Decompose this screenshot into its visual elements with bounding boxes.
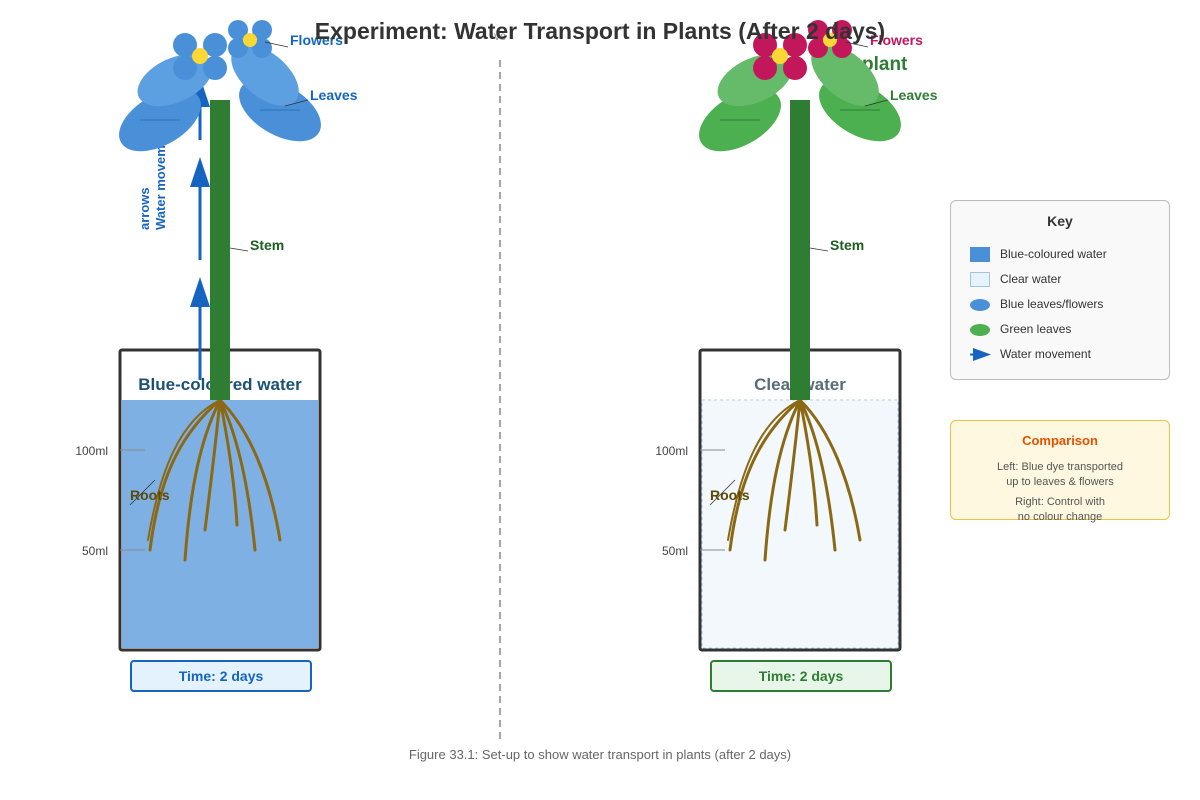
left-water-arrows — [190, 77, 210, 380]
legend: Key Blue-coloured water Clear water Blue… — [950, 200, 1170, 380]
comparison-title: Comparison — [1022, 433, 1098, 448]
comparison-line-4: no colour change — [1017, 511, 1103, 523]
comparison-box: Comparison Left: Blue dye transported up… — [950, 420, 1170, 523]
left-arrows-label-1: Water movement — [153, 125, 168, 230]
right-roots-label: Roots — [710, 487, 750, 503]
left-flower-1 — [173, 33, 227, 80]
left-experiment: 100ml 50ml Roots Blue-coloured water Wat… — [75, 20, 358, 652]
legend-item-blue-water: Blue-coloured water — [951, 245, 1169, 265]
right-flower-1 — [753, 33, 807, 80]
left-flower-2 — [228, 20, 272, 58]
right-mark-100: 100ml — [655, 444, 688, 458]
blue-oval-icon — [970, 299, 990, 311]
divider-overlap-mark: vs — [494, 29, 506, 43]
comparison-line-3: Right: Control with — [1015, 496, 1105, 508]
legend-label: Blue-coloured water — [1000, 247, 1107, 261]
green-oval-icon — [970, 324, 990, 336]
legend-label: Clear water — [1000, 272, 1062, 286]
legend-label: Green leaves — [1000, 322, 1072, 336]
legend-title: Key — [1047, 213, 1073, 229]
right-mark-50: 50ml — [662, 544, 688, 558]
left-mark-50: 50ml — [82, 544, 108, 558]
left-roots-label: Roots — [130, 487, 170, 503]
comparison-line-2: up to leaves & flowers — [1006, 476, 1114, 488]
legend-item-green-leaves: Green leaves — [951, 320, 1169, 340]
left-mark-100: 100ml — [75, 444, 108, 458]
blue-square-icon — [970, 247, 990, 262]
right-stem — [790, 100, 810, 400]
left-roots — [147, 398, 282, 562]
legend-item-clear-water: Clear water — [951, 270, 1169, 290]
right-time-label: Time: 2 days — [710, 660, 892, 692]
clear-square-icon — [970, 272, 990, 287]
legend-label: Water movement — [1000, 347, 1091, 361]
right-roots — [727, 398, 862, 562]
comparison-line-1: Left: Blue dye transported — [997, 461, 1123, 473]
arrow-icon — [970, 347, 991, 362]
left-arrows-label-2: arrows — [137, 187, 152, 230]
right-overlap-label: plant — [862, 54, 908, 75]
right-flower-2 — [808, 20, 852, 58]
left-leaves-label: Leaves — [310, 87, 358, 103]
right-leaves-label: Leaves — [890, 87, 938, 103]
legend-label: Blue leaves/flowers — [1000, 297, 1104, 311]
right-stem-label: Stem — [830, 237, 864, 253]
figure-caption: Figure 33.1: Set-up to show water transp… — [408, 747, 792, 762]
left-stem-label: Stem — [250, 237, 284, 253]
left-time-label: Time: 2 days — [130, 660, 312, 692]
legend-item-water-movement: Water movement — [951, 345, 1169, 365]
left-stem — [210, 100, 230, 400]
right-flowers-label: Flowers — [870, 32, 923, 48]
left-leaves — [119, 44, 321, 152]
page-title: Experiment: Water Transport in Plants (A… — [314, 18, 886, 44]
right-leaves — [699, 44, 901, 152]
left-flowers-label: Flowers — [290, 32, 343, 48]
legend-item-blue-leaves: Blue leaves/flowers — [951, 295, 1169, 315]
right-experiment: 100ml 50ml Roots Clear water plant Stem — [655, 20, 938, 652]
